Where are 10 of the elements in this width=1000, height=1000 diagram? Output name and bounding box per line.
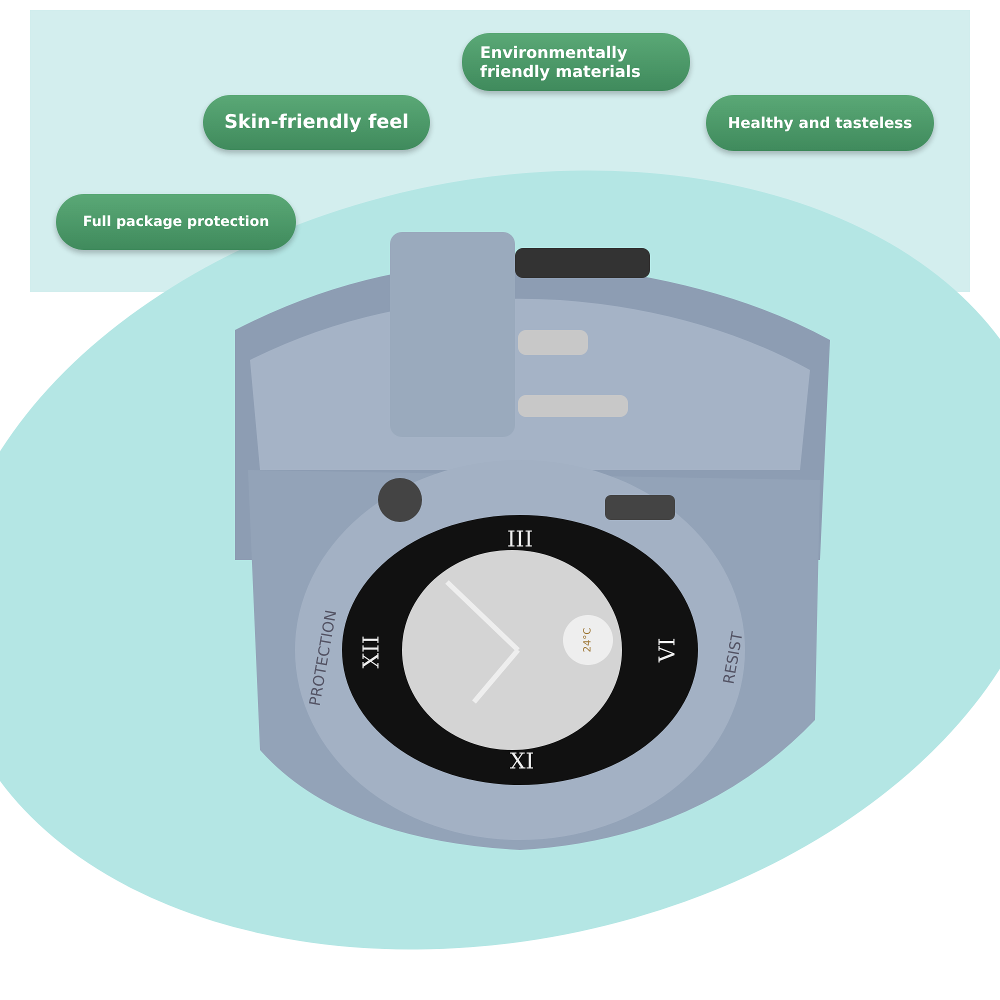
feature-pill: Skin-friendly feel xyxy=(203,95,430,150)
dial-numeral: XII xyxy=(360,635,384,669)
feature-pill: Full package protection xyxy=(56,194,296,250)
feature-pill: Healthy and tasteless xyxy=(706,95,934,151)
dial-numeral: XI xyxy=(510,750,534,774)
case-text: RESIST xyxy=(720,630,746,686)
dial-numeral: III xyxy=(506,528,534,552)
temperature-text: 24°C xyxy=(582,628,594,652)
dial-numeral: VI xyxy=(656,638,680,662)
feature-pill: Environmentally friendly materials xyxy=(462,33,690,91)
